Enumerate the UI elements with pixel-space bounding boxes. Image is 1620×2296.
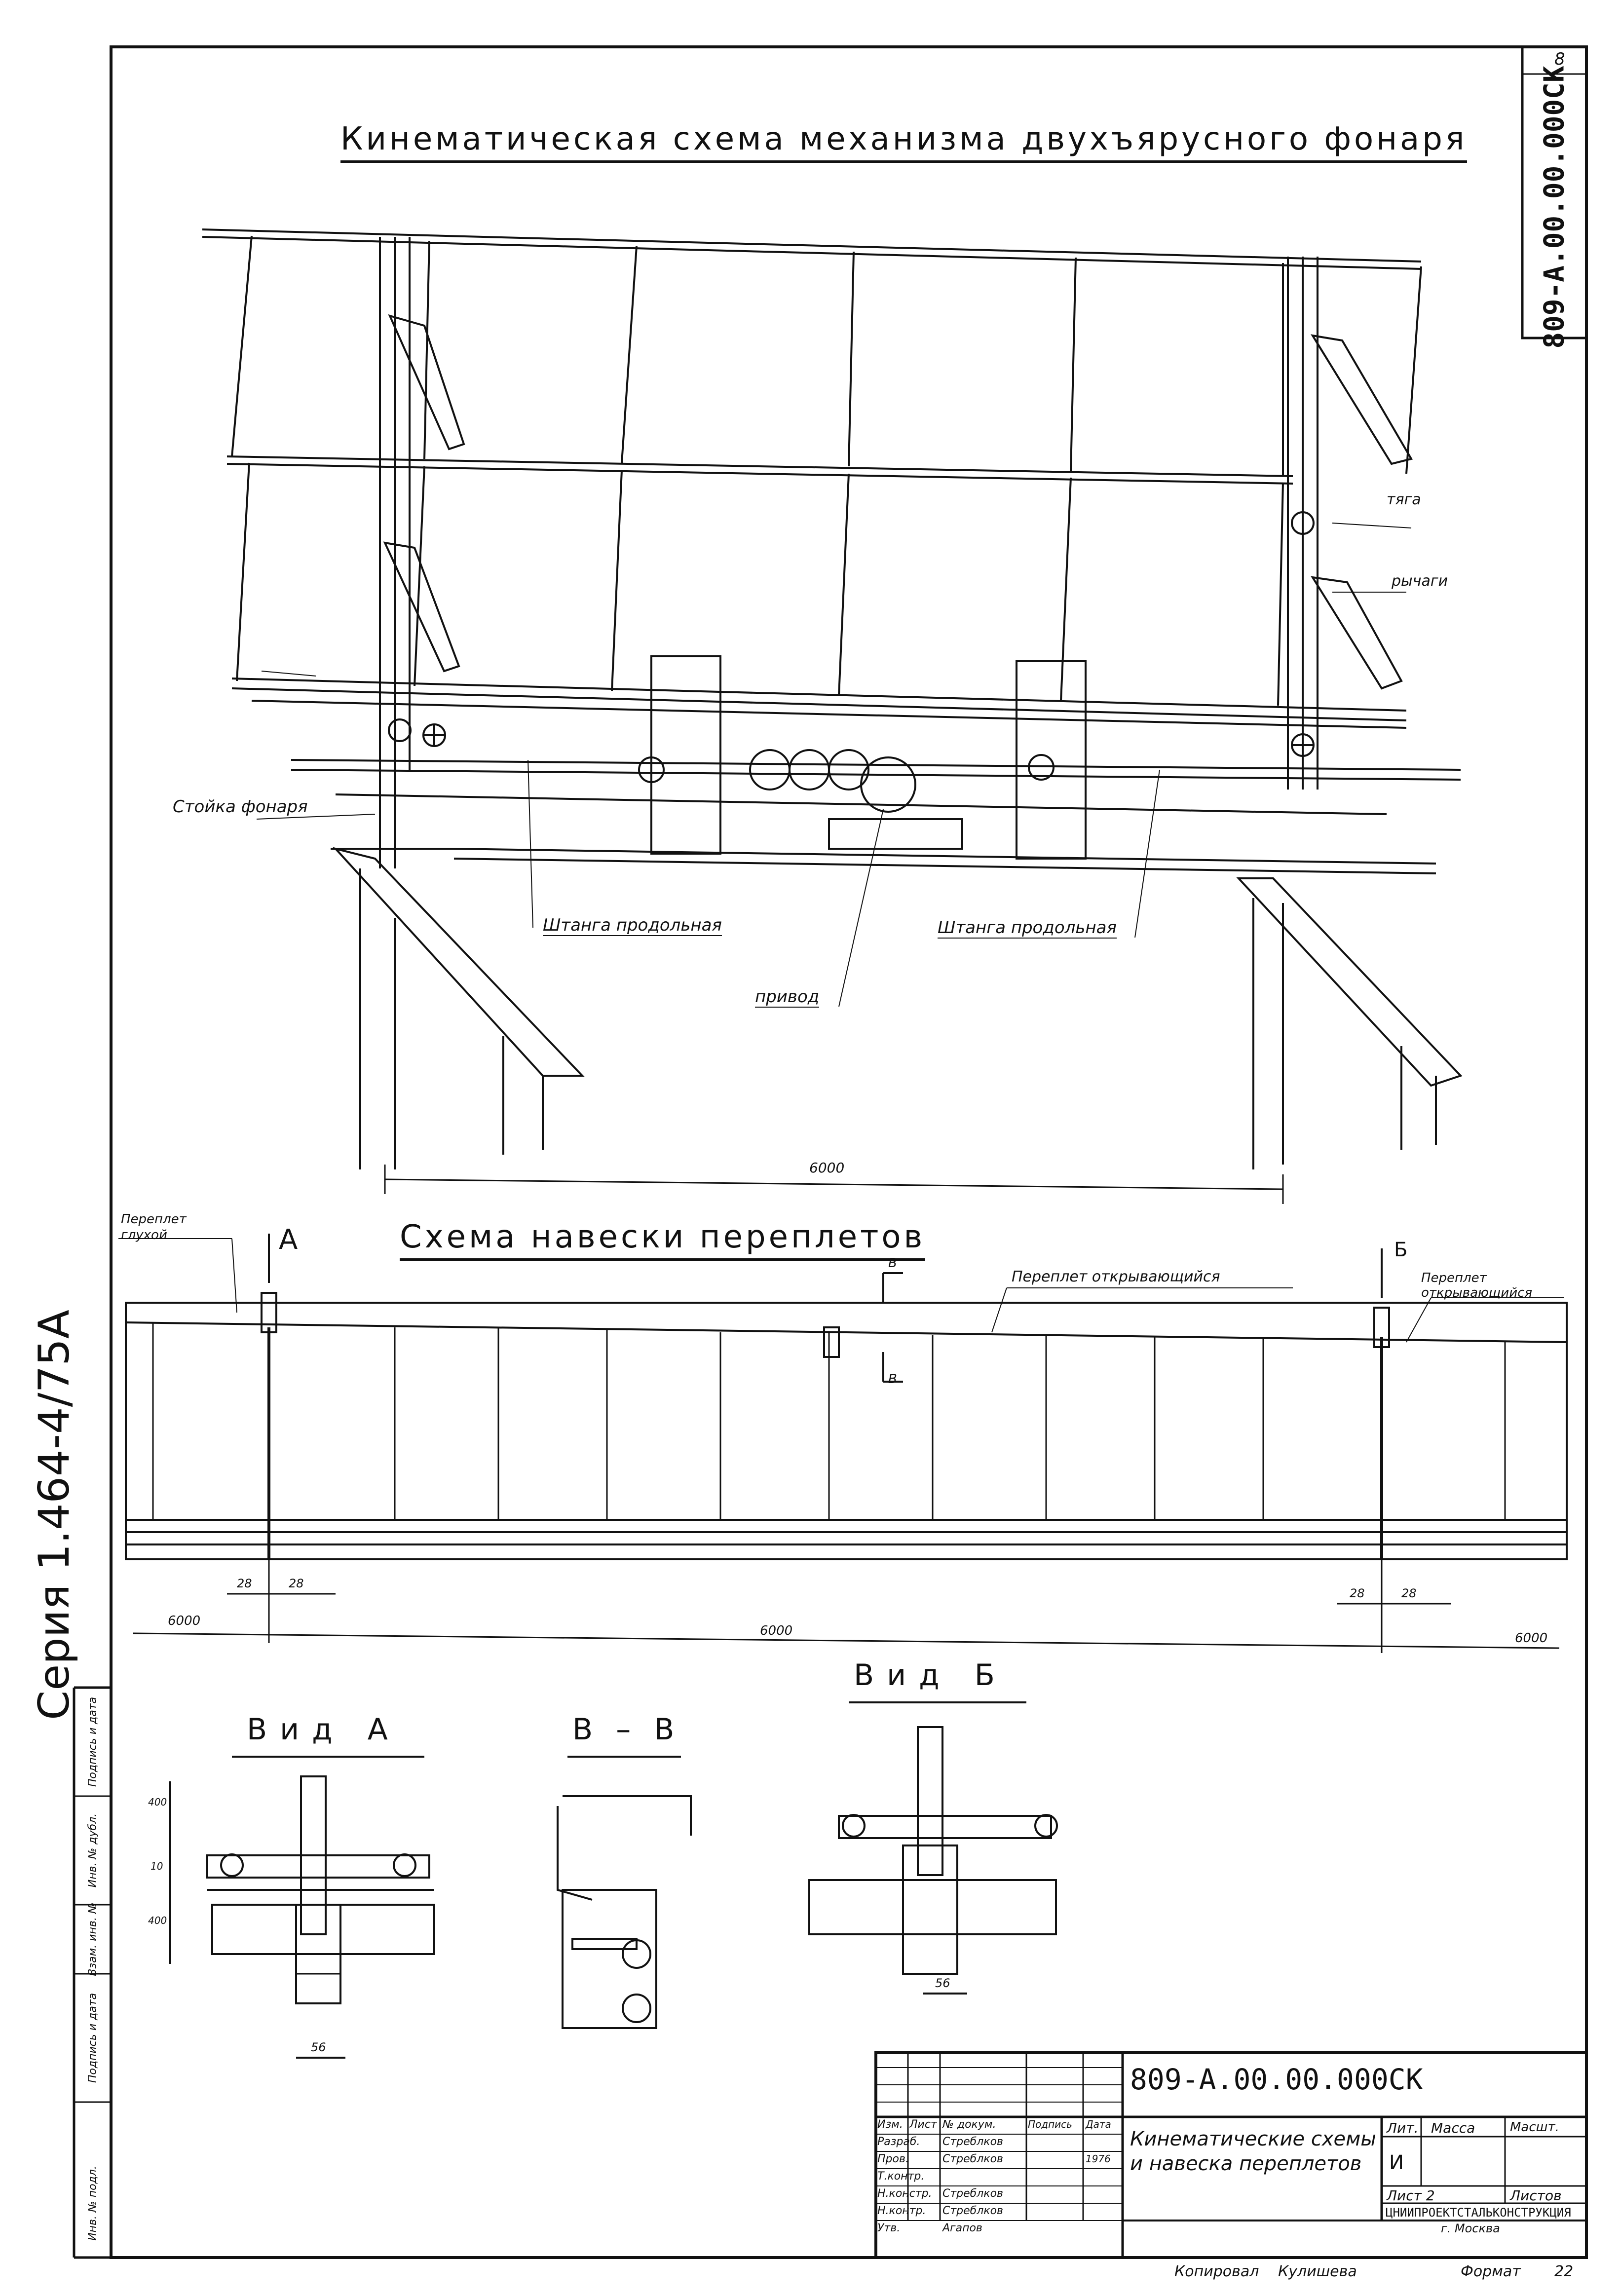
tb-name: Стреблков [942,2136,1004,2148]
tb-year: 1976 [1086,2153,1111,2165]
kinematic-dimension: 6000 [809,1160,845,1176]
left-stamp-cell: Взам. инв. № [86,1902,99,1976]
tb-lit-value: И [1389,2151,1404,2174]
tb-header-sign: Подпись [1028,2118,1072,2130]
left-stamp-cell: Инв. № дубл. [86,1813,99,1888]
tb-role: Н.контр. [877,2205,926,2217]
mark-v-top: В [888,1256,897,1271]
dim-right-gap-2: 28 [1401,1586,1417,1600]
vertical-code-box: 809-А.00.00.000СК [1522,66,1586,348]
mark-v-bottom: В [888,1372,897,1387]
tb-name: Стреблков [942,2153,1004,2165]
dim-right-gap-1: 28 [1350,1586,1365,1600]
tb-header-date: Дата [1086,2118,1111,2130]
tb-sheets: Листов [1510,2187,1562,2204]
vertical-doc-code: 809-А.00.00.000СК [1538,66,1571,349]
title-block-code: 809-А.00.00.000СК [1130,2063,1423,2096]
hanging-drawing [118,1234,1568,1653]
series-strip: Серия 1.464-4/75А [0,1310,111,1720]
footer-copied-label: Копировал [1174,2263,1259,2280]
tb-role: Разраб. [877,2136,920,2148]
left-stamp: Инв. № подл. Подпись и дата Взам. инв. №… [74,1688,111,2258]
tb-lit-header: Лит. [1387,2120,1419,2136]
page-number: 8 [1554,49,1565,69]
dim-left-gap-1: 28 [237,1577,252,1590]
view-a-title: Вид А [247,1712,401,1747]
tb-mass-header: Масса [1431,2120,1475,2136]
label-rychagi: рычаги [1392,572,1448,590]
tb-role: Утв. [877,2222,901,2234]
tb-header-izm: Изм. [877,2118,903,2131]
dim-span-left: 6000 [168,1614,201,1628]
hanging-title: Схема навески переплетов [400,1219,926,1261]
view-a-dim-width: 56 [311,2040,326,2054]
left-stamp-cell: Подпись и дата [86,1993,99,2083]
dim-span-main: 6000 [760,1623,793,1638]
series-label: Серия 1.464-4/75А [30,1310,79,1720]
tb-role: Пров. [877,2153,909,2165]
tb-scale-header: Масшт. [1510,2120,1559,2135]
view-a-dim-mid: 10 [151,1860,163,1872]
label-open-frame-right: Переплет открывающийся [1421,1271,1533,1300]
left-stamp-cell: Инв. № подл. [86,2166,99,2241]
label-blind-frame: Переплет глухой [121,1212,187,1242]
tb-role: Н.констр. [877,2187,932,2200]
tb-sheet: Лист 2 [1387,2187,1435,2204]
tb-city: г. Москва [1441,2221,1500,2235]
section-vv-title: В – В [572,1712,681,1747]
footer-format-value: 22 [1554,2263,1574,2280]
mark-a: А [279,1224,298,1256]
left-stamp-cell: Подпись и дата [86,1696,99,1787]
tb-org: ЦНИИПРОЕКТСТАЛЬКОНСТРУКЦИЯ [1386,2206,1571,2220]
view-b-title: Вид Б [854,1658,1008,1693]
tb-name: Агапов [942,2222,982,2234]
tb-doc-title: Кинематические схемы и навеска переплето… [1130,2128,1376,2175]
label-open-frame-center: Переплет открывающийся [1012,1268,1220,1285]
label-privod: привод [755,987,820,1008]
view-a-dim-bottom: 400 [148,1915,167,1926]
kinematic-title: Кинематическая схема механизма двухъярус… [340,121,1468,163]
label-tyaga: тяга [1387,491,1421,508]
footer-format-label: Формат [1461,2263,1521,2280]
tb-header-list: Лист [909,2118,937,2131]
view-b-dim-width: 56 [935,1976,950,1990]
dim-span-right: 6000 [1515,1631,1548,1646]
tb-role: Т.контр. [877,2170,925,2183]
tb-name: Стреблков [942,2187,1004,2200]
label-shtanga-right: Штанга продольная [938,918,1117,939]
tb-header-doc: № докум. [942,2118,996,2131]
tb-name: Стреблков [942,2205,1004,2217]
view-a-dim-top: 400 [148,1796,167,1808]
footer-copied-name: Кулишева [1278,2263,1357,2280]
kinematic-drawing [202,228,1463,1204]
detail-views [169,1701,1058,2059]
mark-b: Б [1394,1239,1408,1261]
label-shtanga-left: Штанга продольная [543,915,722,936]
label-stoyka: Стойка фонаря [173,797,308,817]
title-block-graphics [874,2051,1588,2259]
dim-left-gap-2: 28 [289,1577,304,1590]
